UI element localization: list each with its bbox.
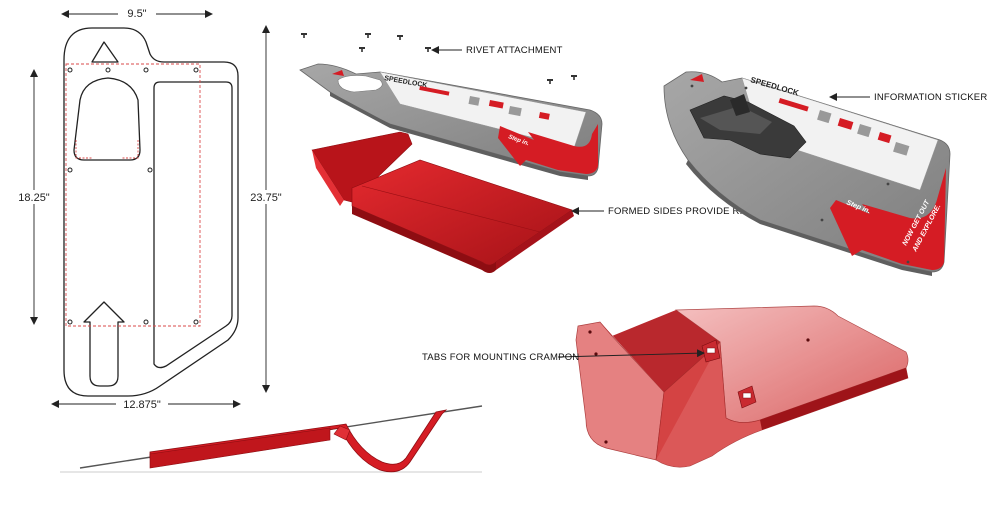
dim-overall-height-label: 23.75" xyxy=(250,192,282,204)
heel-bracket-left xyxy=(75,140,92,159)
rivet-holes xyxy=(67,67,199,325)
dim-inner-height-label: 18.25" xyxy=(18,192,50,204)
profile-crampon xyxy=(149,409,448,473)
tabs-callout-line xyxy=(557,349,705,358)
exploded-plate: SPEEDLOCK Step in. xyxy=(299,63,603,180)
floating-rivets xyxy=(301,33,577,84)
dim-overall-height: 23.75" xyxy=(246,25,286,393)
exploded-crampon xyxy=(311,131,574,273)
rivet-callout-label: RIVET ATTACHMENT xyxy=(466,45,563,56)
top-triangle-cutout xyxy=(91,41,119,63)
outline-drawing: 9.5" 18.25" 23.75" 12.875" xyxy=(14,6,286,411)
tabs-callout-label: TABS FOR MOUNTING CRAMPON xyxy=(422,352,579,363)
dashed-mounting-area xyxy=(65,63,201,327)
dim-inner-height: 18.25" xyxy=(14,69,54,325)
profile-tab xyxy=(333,425,351,441)
dim-top-width-label: 9.5" xyxy=(127,8,146,20)
assembled-view: SPEEDLOCK Step in. NOW GET OUT AND EXPLO… xyxy=(663,71,987,276)
heel-bracket-right xyxy=(122,140,139,159)
right-slot xyxy=(153,81,233,369)
crampon-detail-view: TABS FOR MOUNTING CRAMPON xyxy=(422,305,909,468)
exploded-view: RIVET ATTACHMENT SPEEDLOCK xyxy=(299,33,776,273)
bottom-arrow-cutout xyxy=(83,301,125,387)
exploded-red-arrow xyxy=(498,124,598,174)
dim-top-width: 9.5" xyxy=(61,6,213,20)
assembled-red-arrow xyxy=(830,168,946,270)
profile-crampon-base xyxy=(149,427,331,469)
sticker-callout-label: INFORMATION STICKER xyxy=(874,92,987,103)
heel-window xyxy=(73,77,141,161)
side-profile-view xyxy=(60,405,483,473)
mounting-tabs xyxy=(701,339,757,409)
plate-outline xyxy=(63,27,239,397)
dim-bottom-width-label: 12.875" xyxy=(123,399,161,411)
formed-sides-callout-label: FORMED SIDES PROVIDE RIGIDITY xyxy=(608,206,776,217)
dim-bottom-width: 12.875" xyxy=(51,397,241,411)
